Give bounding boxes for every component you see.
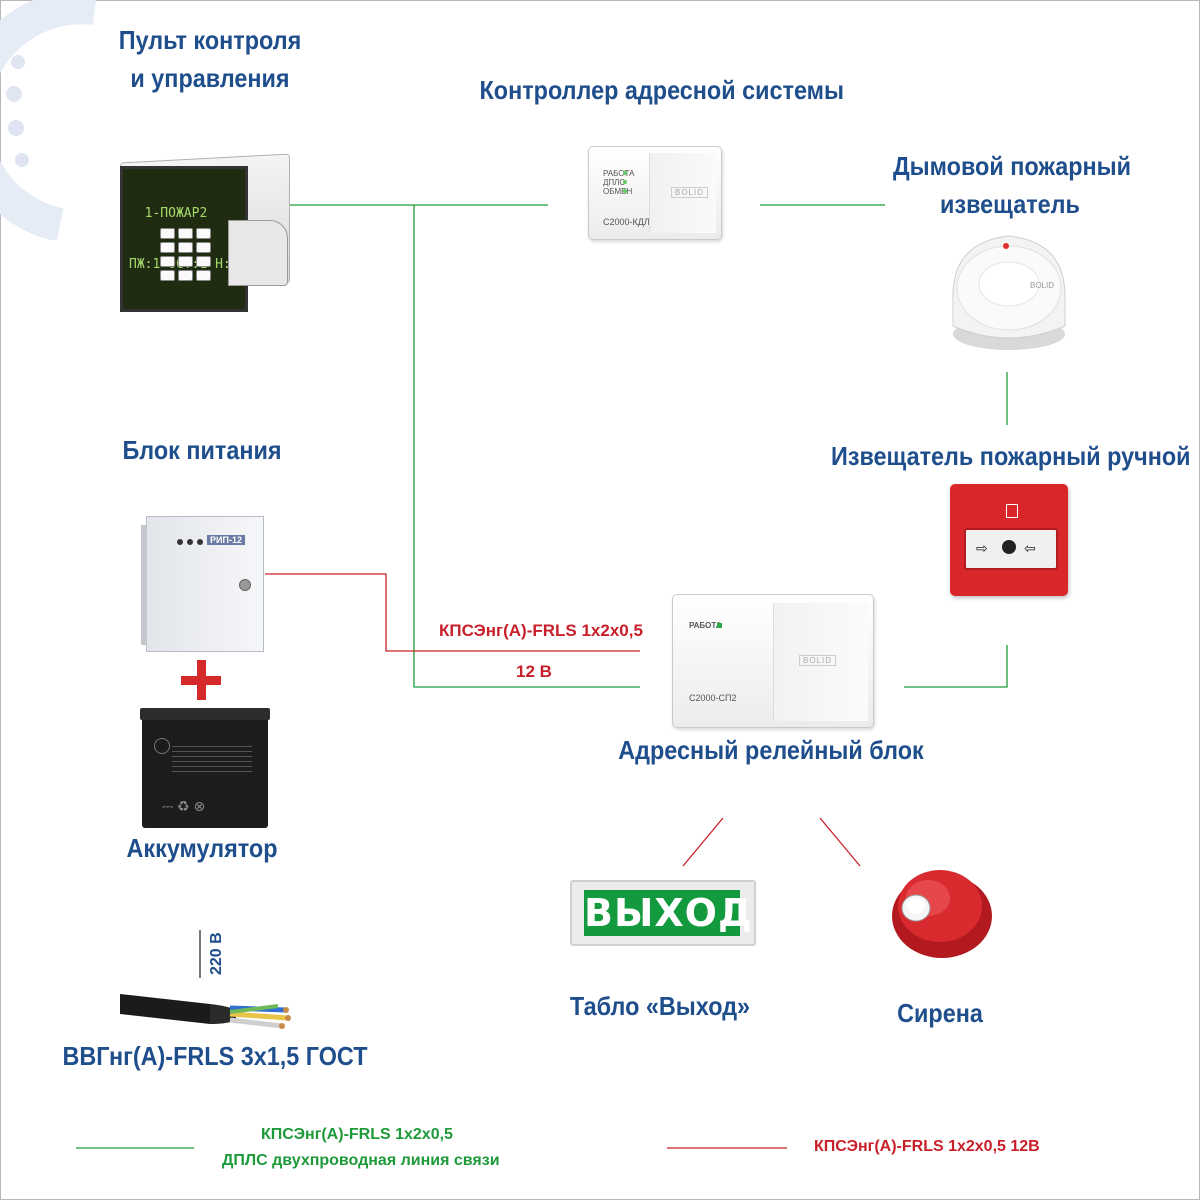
psu-side bbox=[141, 525, 147, 645]
psu-led-1 bbox=[177, 539, 183, 545]
relay-model: С2000-СП2 bbox=[689, 693, 737, 703]
exit-sign-device: ВЫХОД bbox=[570, 880, 756, 946]
line-bus-vertical bbox=[413, 205, 640, 688]
control-panel-door bbox=[228, 220, 288, 286]
kdl-led-label-3: ОБМЕН bbox=[603, 187, 633, 196]
siren-label: Сирена bbox=[897, 998, 983, 1028]
psu-led-3 bbox=[197, 539, 203, 545]
smoke-detector-device: BOLID bbox=[952, 235, 1066, 350]
battery-symbols: ⎓ ♻ ⊗ bbox=[162, 798, 206, 814]
smoke-detector-label: Дымовой пожарный извещатель bbox=[893, 148, 1132, 223]
control-panel-label-line2: и управления bbox=[130, 62, 290, 93]
kdl-brand: BOLID bbox=[671, 187, 709, 198]
mcp-arrow-left-icon: ⇨ bbox=[976, 540, 988, 556]
mcp-button-icon bbox=[1002, 540, 1016, 554]
psu-led-2 bbox=[187, 539, 193, 545]
legend-green: КПСЭнг(А)-FRLS 1х2х0,5 ДПЛС двухпроводна… bbox=[222, 1122, 500, 1173]
watermark-logo bbox=[0, 0, 96, 240]
kdl-led-label-1: РАБОТА bbox=[603, 169, 635, 178]
exit-sign-text: ВЫХОД bbox=[584, 890, 753, 936]
mcp-arrow-right-icon: ⇦ bbox=[1024, 540, 1036, 556]
lcd-line1: 1-ПОЖАР2 bbox=[129, 206, 216, 221]
controller-label: Контроллер адресной системы bbox=[479, 75, 844, 105]
kdl-led-label-2: ДПЛС bbox=[603, 178, 626, 187]
signal-cable-label: КПСЭнг(А)-FRLS 1х2х0,5 bbox=[439, 621, 643, 640]
battery-top bbox=[140, 708, 270, 720]
manual-call-point-label: Извещатель пожарный ручной bbox=[831, 441, 1191, 471]
battery-device: ⎓ ♻ ⊗ bbox=[140, 708, 270, 828]
relay-side-panel bbox=[773, 603, 868, 721]
battery-label-stripe bbox=[172, 742, 252, 772]
smoke-detector-label-line1: Дымовой пожарный bbox=[893, 151, 1132, 181]
controller-device: РАБОТА ДПЛС ОБМЕН С2000-КДЛ BOLID bbox=[588, 146, 722, 240]
relay-block-label: Адресный релейный блок bbox=[618, 735, 924, 765]
mains-cable-label: ВВГнг(А)-FRLS 3х1,5 ГОСТ bbox=[62, 1041, 368, 1071]
smoke-detector-label-line2: извещатель bbox=[940, 188, 1080, 219]
legend-red: КПСЭнг(А)-FRLS 1х2х0,5 12В bbox=[814, 1138, 1040, 1155]
voltage-12-label: 12 В bbox=[516, 662, 552, 681]
legend-green-line2: ДПЛС двухпроводная линия связи bbox=[222, 1151, 500, 1169]
relay-led-label: РАБОТА bbox=[689, 621, 722, 630]
psu-model: РИП-12 bbox=[207, 535, 245, 545]
kdl-led-1 bbox=[623, 171, 627, 175]
line-psu-to-relay bbox=[265, 573, 640, 652]
relay-block-device: РАБОТА BOLID С2000-СП2 bbox=[672, 594, 874, 728]
line-relay-to-exit bbox=[682, 817, 724, 867]
relay-brand: BOLID bbox=[799, 655, 837, 666]
kdl-led-3 bbox=[623, 189, 627, 193]
line-relay-to-siren bbox=[819, 817, 861, 867]
svg-text:BOLID: BOLID bbox=[1030, 281, 1054, 290]
line-mcp-to-relay bbox=[904, 645, 1008, 688]
mains-voltage-label: 220 В bbox=[208, 932, 225, 975]
control-panel-label: Пульт контроля и управления bbox=[111, 22, 309, 97]
legend-green-line1: КПСЭнг(А)-FRLS 1х2х0,5 bbox=[261, 1126, 453, 1143]
relay-led bbox=[717, 623, 722, 628]
power-supply-device: РИП-12 bbox=[141, 516, 264, 652]
kdl-led-2 bbox=[623, 180, 627, 184]
mcp-fire-icon bbox=[1006, 504, 1018, 518]
control-panel-label-line1: Пульт контроля bbox=[118, 25, 302, 55]
battery-label: Аккумулятор bbox=[126, 833, 278, 863]
kdl-model: С2000-КДЛ bbox=[603, 217, 650, 227]
siren-device bbox=[892, 870, 992, 958]
control-panel-device: 1-ПОЖАР2 ПЖ:1 ОСТ:1 Н:3 bbox=[112, 153, 292, 312]
psu-lock-icon bbox=[239, 579, 251, 591]
mains-cable-device bbox=[120, 994, 291, 1029]
manual-call-point-device: ⇨ ⇦ bbox=[950, 484, 1068, 596]
battery-logo-icon bbox=[154, 738, 170, 754]
power-supply-label: Блок питания bbox=[122, 435, 282, 465]
kdl-side-panel bbox=[649, 153, 716, 233]
exit-sign-label: Табло «Выход» bbox=[569, 991, 751, 1021]
control-panel-keypad bbox=[160, 228, 240, 284]
plus-icon bbox=[181, 660, 221, 700]
